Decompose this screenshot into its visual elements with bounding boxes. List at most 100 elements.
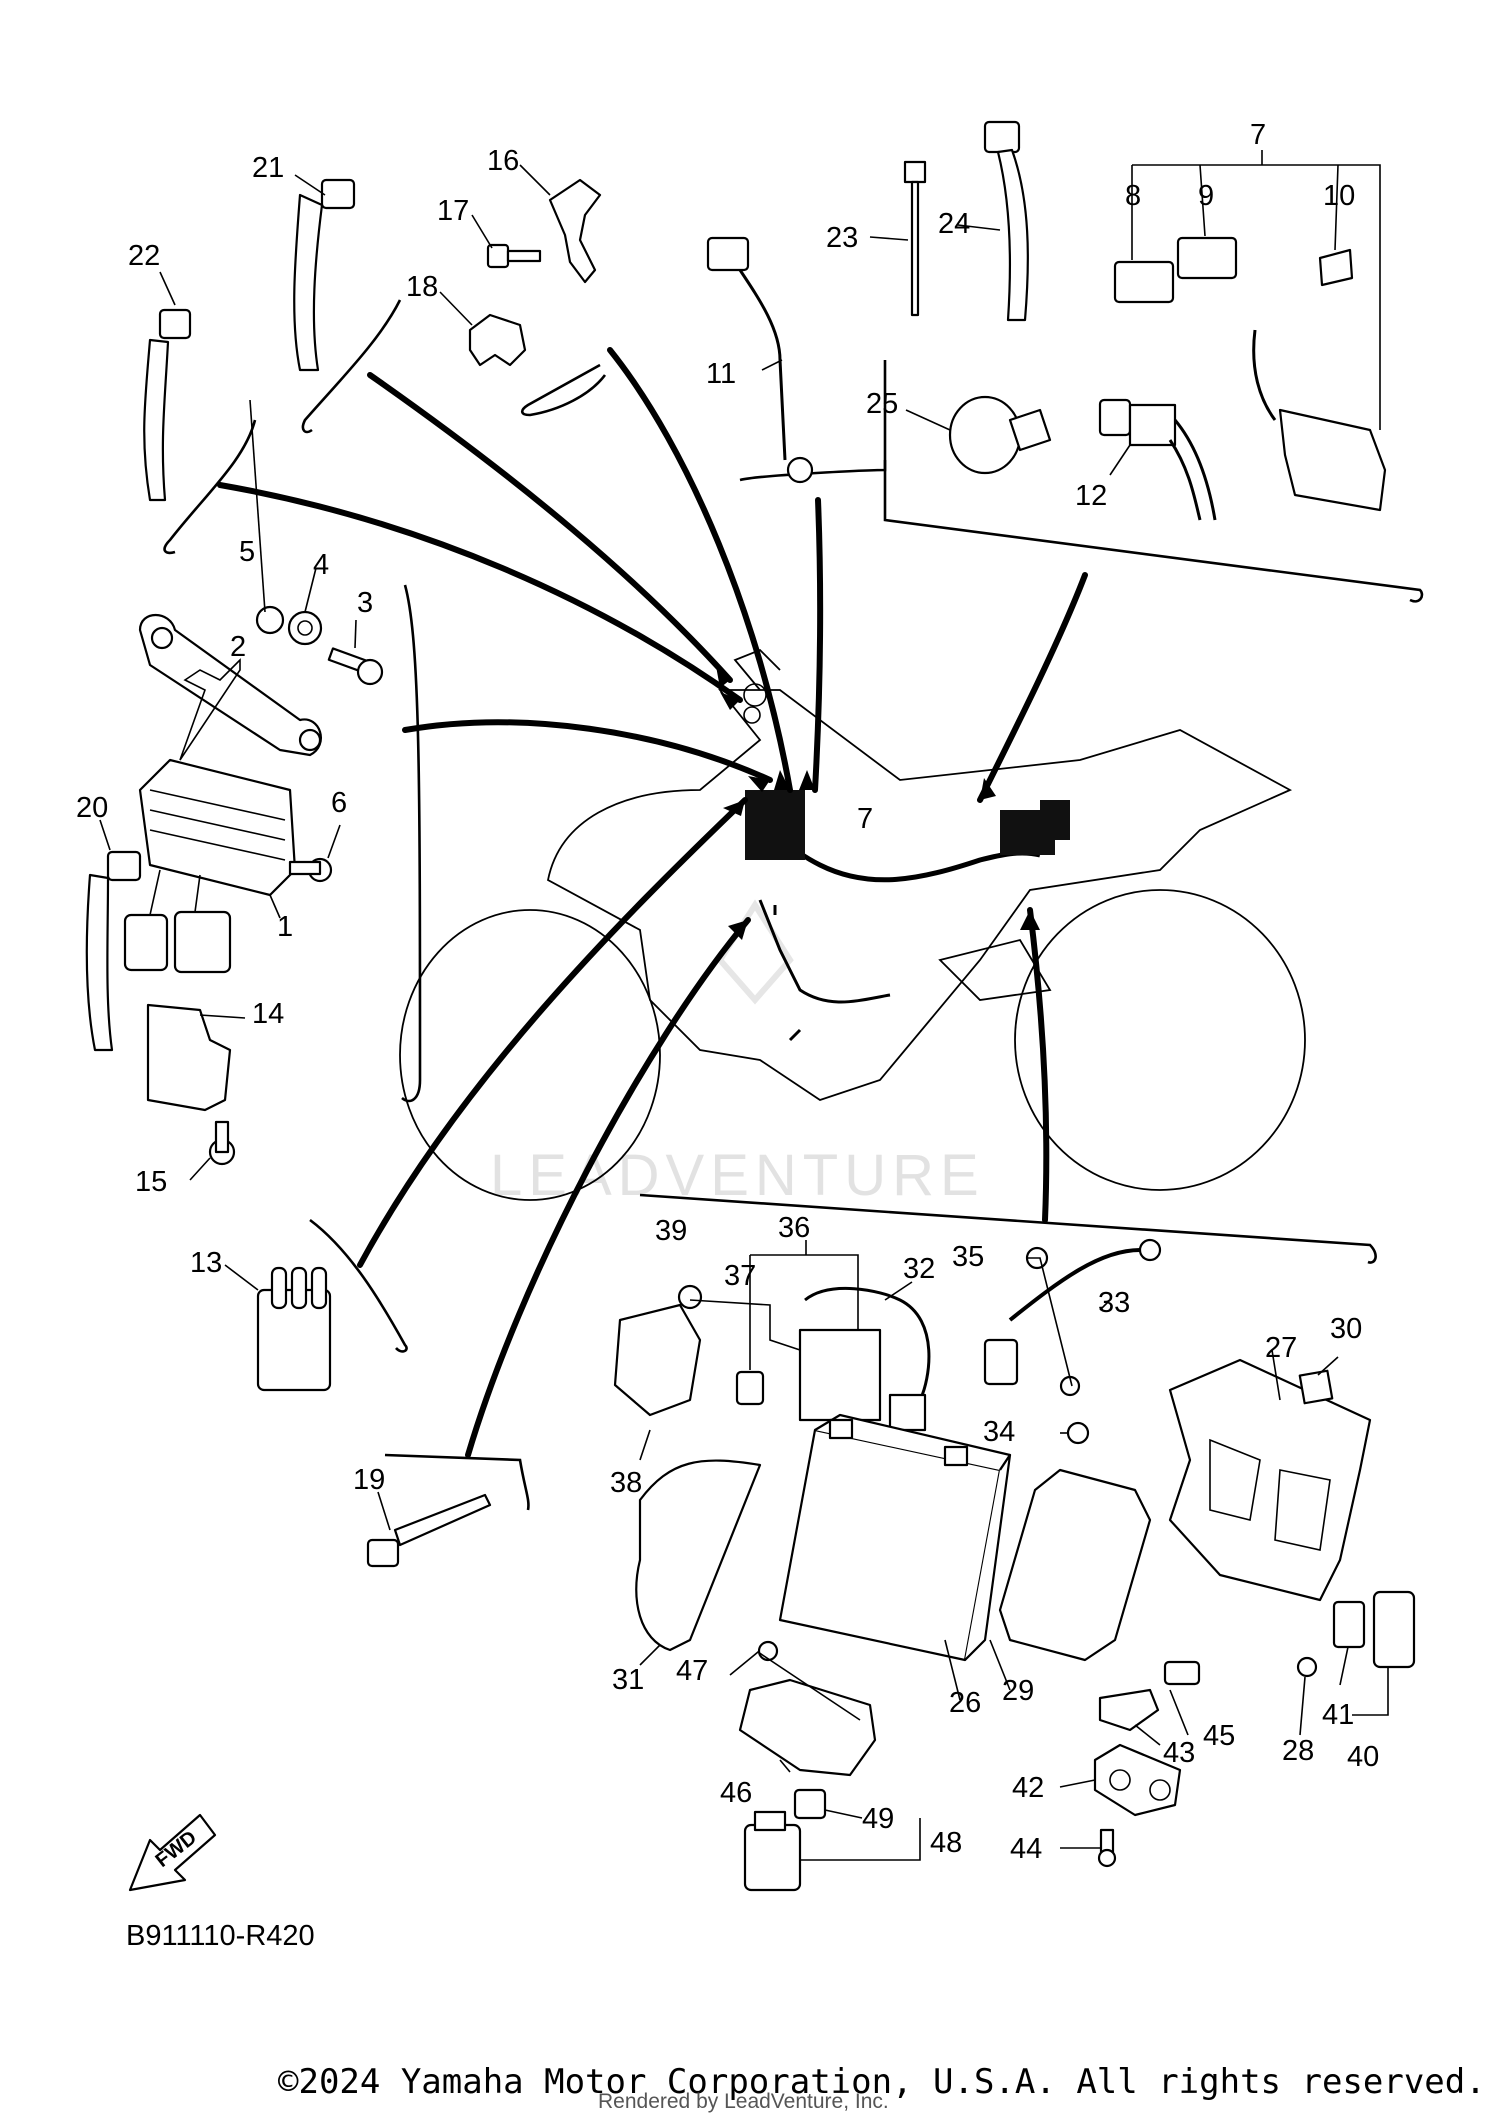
callout-22: 22 [128, 240, 160, 272]
part-27-battery-box-bracket [1168, 1358, 1372, 1602]
callout-16: 16 [487, 145, 519, 177]
part-14-bracket [146, 1003, 232, 1112]
callout-42: 42 [1012, 1772, 1044, 1804]
part-10-fuse [1318, 248, 1354, 287]
part-20-cable-band [85, 850, 142, 1052]
callout-45: 45 [1203, 1720, 1235, 1752]
callout-6: 6 [331, 787, 347, 819]
pointer-lines [217, 347, 1088, 1458]
part-45-cover [1163, 1660, 1201, 1686]
callout-19: 19 [353, 1464, 385, 1496]
copyright-notice: ©2024 Yamaha Motor Corporation, U.S.A. A… [278, 2062, 1486, 2102]
forward-arrow-icon: FWD [128, 1813, 217, 1892]
callout-1: 1 [277, 911, 293, 943]
callout-34: 34 [983, 1416, 1015, 1448]
callouts: 1 2 3 4 5 6 7 7 8 9 10 11 12 13 14 15 16… [76, 119, 1379, 1865]
callout-27: 27 [1265, 1332, 1297, 1364]
callout-7-harness: 7 [857, 803, 873, 835]
callout-20: 20 [76, 792, 108, 824]
callout-2: 2 [230, 631, 246, 663]
part-13-connector [256, 1266, 332, 1392]
watermark-text: LEADVENTURE [490, 1143, 985, 1208]
part-23-tie [903, 160, 927, 317]
callout-14: 14 [252, 998, 284, 1030]
callout-33: 33 [1098, 1287, 1130, 1319]
part-6-bolt [288, 857, 333, 883]
callout-47: 47 [676, 1655, 708, 1687]
callout-31: 31 [612, 1664, 644, 1696]
callout-37: 37 [724, 1260, 756, 1292]
part-46-bracket [738, 1678, 877, 1777]
callout-41: 41 [1322, 1699, 1354, 1731]
part-49-fuse [793, 1788, 827, 1820]
callout-18: 18 [406, 271, 438, 303]
part-47-screw [757, 1640, 779, 1662]
callout-11: 11 [706, 358, 736, 390]
callout-12: 12 [1075, 480, 1107, 512]
part-1-rectifier-regulator [123, 758, 297, 974]
callout-23: 23 [826, 222, 858, 254]
part-43-bracket [1098, 1688, 1160, 1732]
part-41-cover [1332, 1600, 1366, 1649]
callout-15: 15 [135, 1166, 167, 1198]
part-25-switch [948, 395, 1052, 475]
part-32-lead-assy [798, 1287, 931, 1432]
callout-46: 46 [720, 1777, 752, 1809]
part-22-cable-band [143, 308, 192, 502]
callout-24: 24 [938, 208, 970, 240]
callout-39: 39 [655, 1215, 687, 1247]
part-38-relay [613, 1303, 702, 1417]
part-24-cable-band [983, 120, 1029, 322]
part-33-wire [983, 1238, 1162, 1386]
callout-21: 21 [252, 152, 284, 184]
callout-5: 5 [239, 536, 255, 568]
callout-38: 38 [610, 1467, 642, 1499]
callout-30: 30 [1330, 1313, 1362, 1345]
callout-3: 3 [357, 587, 373, 619]
part-31-cover [635, 1459, 762, 1652]
part-11-lead [706, 236, 814, 484]
callout-7-top: 7 [1250, 119, 1266, 151]
callout-28: 28 [1282, 1735, 1314, 1767]
part-21-cable-band [293, 178, 356, 372]
callout-48: 48 [930, 1827, 962, 1859]
part-40-connector [1372, 1590, 1416, 1669]
part-39-screw [677, 1284, 703, 1310]
diagram-code: B911110-R420 [126, 1920, 315, 1952]
callout-13: 13 [190, 1247, 222, 1279]
callout-49: 49 [862, 1803, 894, 1835]
part-7-wire-harness-box [1252, 329, 1387, 512]
callout-29: 29 [1002, 1675, 1034, 1707]
part-42-sensor [1093, 1743, 1182, 1817]
callout-35: 35 [952, 1241, 984, 1273]
callout-4: 4 [313, 549, 329, 581]
part-29-plate [998, 1468, 1152, 1662]
callout-32: 32 [903, 1253, 935, 1285]
rendered-by-notice: Rendered by LeadVenture, Inc. [598, 2090, 889, 2113]
part-34-bolt [1059, 1375, 1090, 1445]
part-9-relay [1176, 236, 1238, 280]
part-18-clamp [468, 313, 527, 367]
part-26-battery [778, 1413, 1012, 1662]
panel-outlines [163, 299, 1424, 1511]
part-12-lead [1098, 398, 1217, 521]
callout-25: 25 [866, 388, 898, 420]
callout-36: 36 [778, 1212, 810, 1244]
part-16-bracket [548, 178, 602, 284]
callout-10: 10 [1323, 180, 1355, 212]
part-4-grommet [287, 610, 323, 646]
part-37-fuse [735, 1370, 765, 1406]
part-48-relay [743, 1810, 802, 1892]
motorcycle-outline [399, 648, 1306, 1201]
part-28-bolt [1296, 1656, 1318, 1678]
part-17-bolt [486, 243, 542, 269]
callout-40: 40 [1347, 1741, 1379, 1773]
part-5-collar [255, 605, 285, 635]
callout-43: 43 [1163, 1737, 1195, 1769]
callout-9: 9 [1198, 180, 1214, 212]
part-3-bolt [327, 647, 384, 686]
callout-26: 26 [949, 1687, 981, 1719]
leader-lines [99, 150, 1389, 1861]
callout-44: 44 [1010, 1833, 1042, 1865]
